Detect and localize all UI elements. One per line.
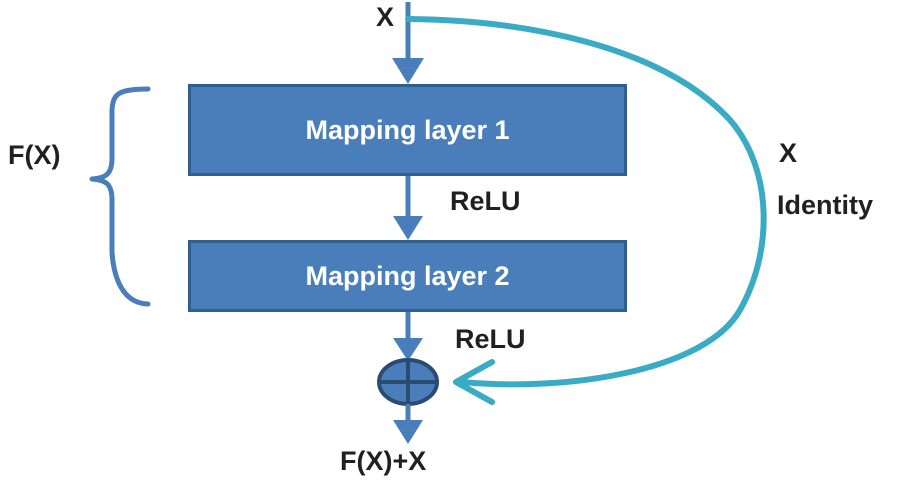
relu-label-1: ReLU: [450, 186, 521, 216]
curly-brace-icon: [89, 86, 151, 307]
output-label: F(X)+X: [340, 446, 427, 476]
identity-label: Identity: [777, 190, 874, 220]
mapping-layer-2-label: Mapping layer 2: [305, 260, 510, 291]
plus-circle-icon: [377, 358, 439, 406]
mapping-layer-2-box[interactable]: Mapping layer 2: [188, 240, 627, 312]
skip-connection-path: [405, 16, 767, 405]
arrow-layer2-to-add: [393, 312, 423, 361]
arrow-layer1-to-layer2: [393, 176, 423, 240]
relu-label-2: ReLU: [455, 324, 526, 354]
mapping-layer-1-label: Mapping layer 1: [305, 114, 510, 145]
arrow-add-to-output: [393, 404, 423, 444]
mapping-layer-1-box[interactable]: Mapping layer 1: [188, 84, 627, 176]
residual-function-label: F(X): [8, 140, 61, 170]
shortcut-value-label: X: [779, 138, 798, 168]
arrow-input-to-layer1: [392, 2, 424, 84]
input-label: X: [376, 2, 395, 32]
